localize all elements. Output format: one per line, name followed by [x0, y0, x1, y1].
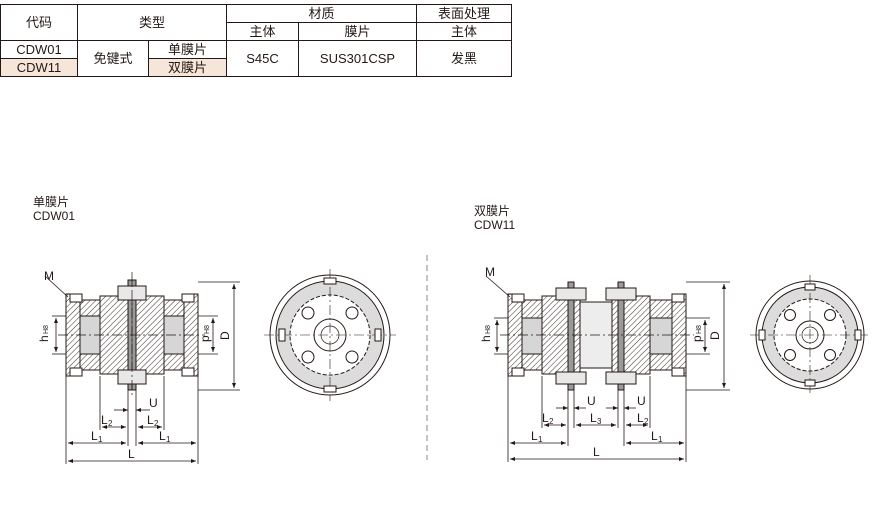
double-dimensions	[485, 275, 730, 462]
label-p: p	[198, 335, 212, 342]
label-h-sub: H8	[485, 325, 492, 334]
label-l2-left: L	[101, 413, 108, 427]
label-p: p	[690, 335, 704, 342]
label-l: L	[593, 445, 600, 459]
label-u: U	[149, 396, 158, 410]
cell-material-main: S45C	[226, 40, 299, 77]
caption-single-code: CDW01	[33, 209, 76, 223]
cell-material-diaphragm: SUS301CSP	[298, 40, 417, 77]
cell-code: CDW11	[0, 58, 78, 77]
caption-double: 双膜片 CDW11	[474, 204, 515, 232]
label-h-sub: H8	[43, 325, 50, 334]
label-l1-right-sub: 1	[166, 435, 171, 444]
header-code: 代码	[0, 4, 78, 41]
label-l1-left-sub: 1	[538, 435, 543, 444]
label-l2-left-sub: 2	[108, 419, 113, 428]
label-l1-left-sub: 1	[98, 435, 103, 444]
label-l2-right: L	[637, 411, 644, 425]
label-p-sub: H8	[696, 325, 703, 334]
cell-surface: 发黑	[416, 40, 512, 77]
double-front-view	[750, 275, 870, 395]
label-l: L	[128, 447, 135, 461]
single-side-view	[58, 272, 205, 398]
spec-table: 代码 类型 材质 表面处理 主体 膜片 主体 CDW01 免键式 单膜片 S45…	[0, 4, 512, 77]
label-l1-right-sub: 1	[658, 435, 663, 444]
label-u-right: U	[637, 394, 646, 408]
single-dimension-labels: M D h H8 p H8 U L 2 L 2 L 1 L 1 L	[37, 269, 232, 461]
double-dimension-labels: M D h H8 p H8 U U L 2 L 3 L 2 L 1 L 1 L	[479, 265, 722, 459]
label-h: h	[37, 335, 51, 342]
label-l1-left: L	[531, 429, 538, 443]
caption-single: 单膜片 CDW01	[33, 195, 75, 223]
single-front-view	[264, 269, 396, 401]
cell-type-main: 免键式	[77, 40, 149, 77]
label-l2-right-sub: 2	[154, 419, 159, 428]
label-l3-sub: 3	[597, 417, 602, 426]
label-l2-left-sub: 2	[549, 417, 554, 426]
single-dimensions	[44, 275, 240, 464]
label-d: D	[218, 331, 232, 340]
label-l1-left: L	[91, 429, 98, 443]
label-l1-right: L	[651, 429, 658, 443]
cell-code: CDW01	[0, 40, 78, 59]
label-d: D	[708, 331, 722, 340]
label-p-sub: H8	[204, 325, 211, 334]
label-h: h	[479, 335, 493, 342]
label-u-left: U	[587, 394, 596, 408]
header-type: 类型	[77, 4, 227, 41]
label-m: M	[44, 269, 54, 283]
cell-type-sub: 双膜片	[148, 58, 227, 77]
label-l3: L	[590, 411, 597, 425]
label-m: M	[485, 265, 495, 279]
label-l2-right: L	[147, 413, 154, 427]
double-side-view	[500, 281, 694, 391]
caption-double-name: 双膜片	[474, 204, 511, 218]
label-l2-left: L	[542, 411, 549, 425]
caption-double-code: CDW11	[474, 218, 516, 232]
label-l2-right-sub: 2	[644, 417, 649, 426]
label-l1-right: L	[159, 429, 166, 443]
caption-single-name: 单膜片	[33, 195, 70, 209]
